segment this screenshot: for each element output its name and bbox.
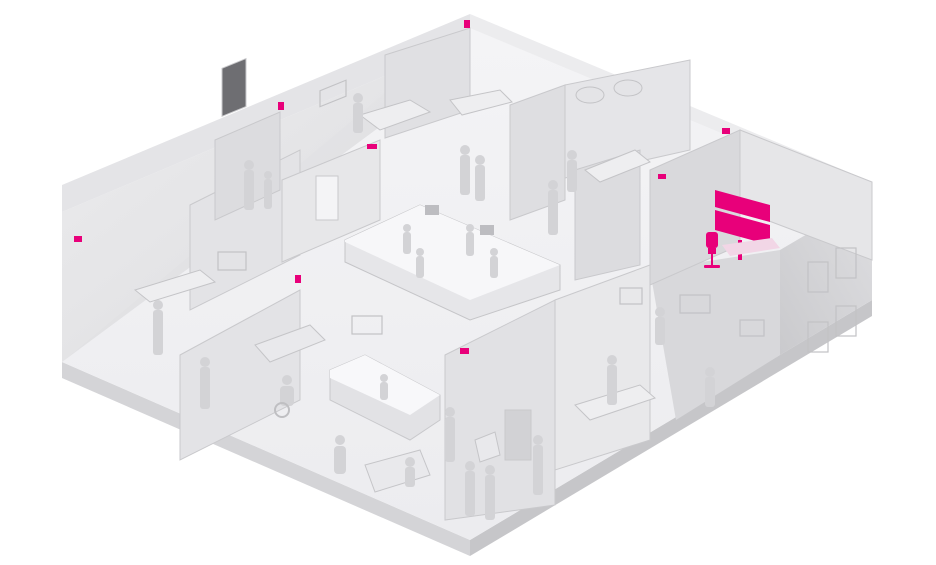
person-figure bbox=[490, 248, 498, 278]
camera-sensor-icon bbox=[464, 20, 470, 28]
hospital-beds bbox=[133, 89, 656, 421]
monitoring-desk bbox=[722, 238, 780, 256]
person-figure bbox=[465, 461, 475, 516]
camera-sensor-icon bbox=[722, 128, 730, 134]
station-counter-top bbox=[345, 205, 560, 300]
camera-sensor-icon bbox=[278, 102, 284, 110]
surgical-lamp bbox=[575, 79, 643, 104]
person-figure bbox=[533, 435, 543, 495]
monitoring-workstation-icon bbox=[704, 190, 780, 268]
people-figures bbox=[153, 93, 715, 520]
slab-right-face bbox=[470, 300, 872, 556]
bed-patient-room-a bbox=[358, 99, 432, 131]
monitor-wall-row-top bbox=[715, 190, 770, 222]
person-figure bbox=[405, 457, 415, 487]
station-monitor-1 bbox=[425, 205, 439, 215]
person-figure bbox=[334, 435, 346, 474]
person-figure bbox=[655, 307, 665, 345]
person-figure bbox=[403, 224, 411, 254]
back-left-wall bbox=[62, 14, 470, 212]
person-figure bbox=[548, 180, 558, 235]
office-chair-icon bbox=[704, 232, 720, 268]
person-figure bbox=[244, 160, 254, 210]
bed-patient-room-b bbox=[449, 89, 513, 116]
station-monitor-2 bbox=[480, 225, 494, 235]
person-figure bbox=[466, 224, 474, 256]
person-figure bbox=[264, 171, 272, 209]
camera-sensors bbox=[74, 20, 730, 354]
right-wall-lower bbox=[650, 250, 780, 420]
bed-operating-room bbox=[584, 149, 651, 183]
camera-sensor-icon bbox=[460, 348, 469, 354]
person-figure bbox=[485, 465, 495, 520]
monitor-wall-row-bottom bbox=[715, 210, 770, 245]
wall-front-room-b bbox=[554, 264, 651, 471]
wall-monitoring-room-back bbox=[739, 129, 873, 261]
person-figure bbox=[445, 407, 455, 462]
person-figure bbox=[200, 357, 210, 409]
wall-frames bbox=[217, 79, 857, 353]
person-figure bbox=[567, 150, 577, 192]
wall-lobby bbox=[179, 289, 301, 461]
slab-left-face bbox=[62, 362, 470, 556]
doorway-hallway bbox=[315, 175, 339, 221]
nurses-station bbox=[344, 204, 561, 321]
person-figure bbox=[416, 248, 424, 278]
person-figure bbox=[153, 300, 163, 355]
door-front-room bbox=[504, 409, 532, 461]
doorway-entry bbox=[221, 57, 247, 118]
waiting-sofa bbox=[254, 324, 326, 363]
person-figure bbox=[380, 374, 388, 400]
camera-sensor-icon bbox=[295, 275, 301, 283]
bed-exam-left bbox=[133, 269, 217, 303]
person-figure bbox=[607, 355, 617, 405]
person-figure bbox=[353, 93, 363, 133]
camera-sensor-icon bbox=[367, 144, 377, 149]
person-in-wheelchair bbox=[274, 375, 294, 418]
person-figure bbox=[705, 367, 715, 407]
armchair bbox=[474, 431, 501, 463]
person-figure bbox=[475, 155, 485, 201]
person-figure bbox=[460, 145, 470, 195]
camera-sensor-icon bbox=[658, 174, 666, 179]
camera-sensor-icon bbox=[74, 236, 82, 242]
